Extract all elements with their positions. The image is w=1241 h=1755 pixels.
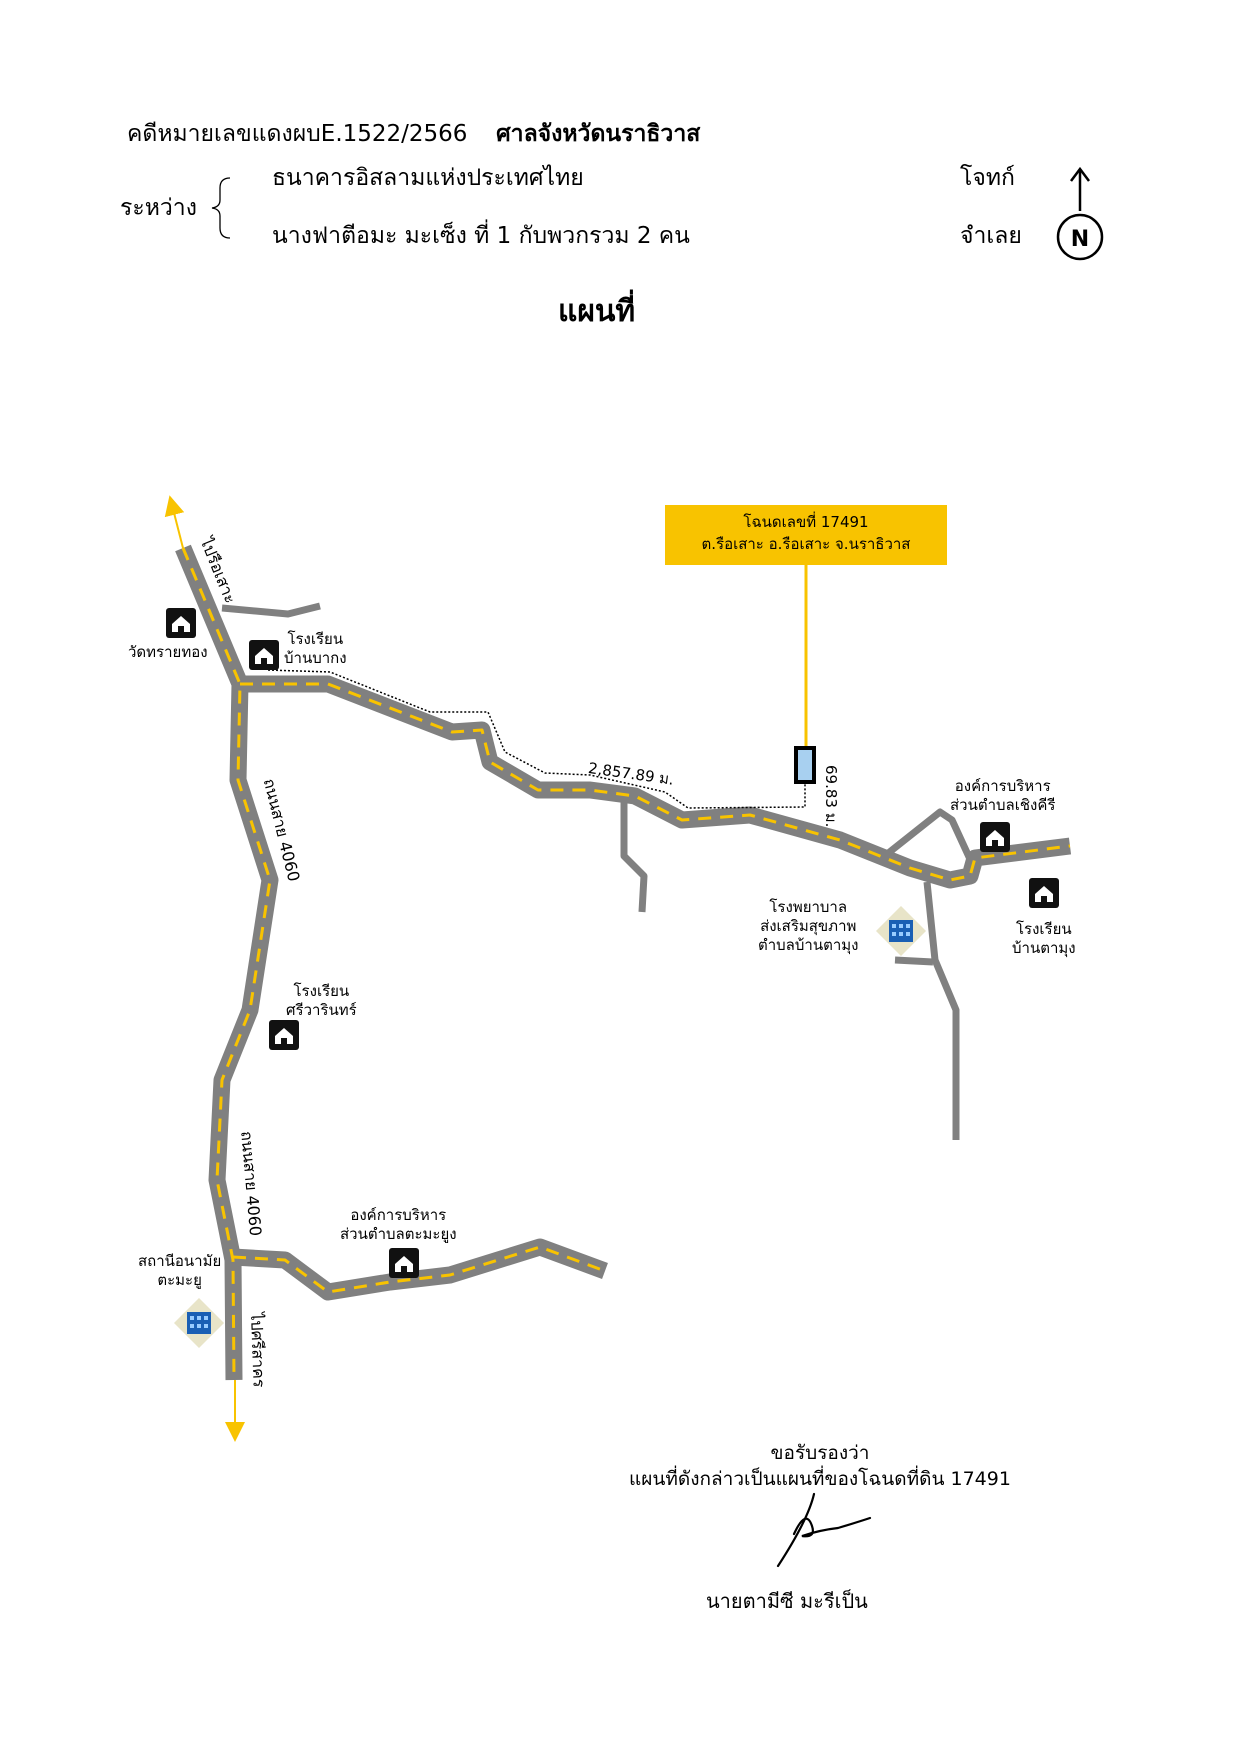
hospital-icon xyxy=(876,906,926,956)
distance-label-short: 69.83 ม. xyxy=(822,765,840,828)
label-health-station-tamayu: สถานีอนามัยตะมะยู xyxy=(138,1252,222,1289)
plaintiff-name: ธนาคารอิสลามแห่งประเทศไทย xyxy=(272,165,584,191)
certification-line-1: ขอรับรองว่า xyxy=(770,1442,870,1464)
temple-icon xyxy=(166,608,196,638)
signer-name: นายตามีซี มะรีเป็น xyxy=(706,1589,868,1613)
label-wat-sai-thong: วัดทรายทอง xyxy=(128,643,208,661)
label-hospital-ban-tamung: โรงพยาบาลส่งเสริมสุขภาพตำบลบ้านตามุง xyxy=(758,898,859,954)
certification-block: ขอรับรองว่า แผนที่ดังกล่าวเป็นแผนที่ของโ… xyxy=(620,1440,1020,1492)
label-tao-tamayu: องค์การบริหารส่วนตำบลตะมะยูง xyxy=(340,1206,457,1243)
minor-road xyxy=(923,881,960,1140)
deed-line-1: โฉนดเลขที่ 17491 xyxy=(743,513,869,531)
case-number: คดีหมายเลขแดงผบE.1522/2566 xyxy=(127,121,468,147)
deed-line-2: ต.รือเสาะ อ.รือเสาะ จ.นราธิวาส xyxy=(701,535,911,553)
label-school-sriwarin: โรงเรียนศรีวารินทร์ xyxy=(286,982,357,1019)
north-letter: N xyxy=(1071,227,1089,252)
office-icon xyxy=(980,822,1010,852)
defendant-role: จำเลย xyxy=(960,223,1022,249)
minor-road xyxy=(894,956,934,966)
certification-line-2: แผนที่ดังกล่าวเป็นแผนที่ของโฉนดที่ดิน 17… xyxy=(629,1468,1011,1490)
plaintiff-role: โจทก์ xyxy=(960,165,1015,191)
defendant-name: นางฟาตีอมะ มะเซ็ง ที่ 1 กับพวกรวม 2 คน xyxy=(272,223,690,249)
school-icon xyxy=(249,640,279,670)
minor-road xyxy=(221,602,321,618)
north-arrow-icon: N xyxy=(1056,166,1104,261)
label-tao-choeng-khiri: องค์การบริหารส่วนตำบลเชิงคีรี xyxy=(950,777,1056,814)
brace-icon xyxy=(211,177,231,239)
signature-image xyxy=(776,1492,872,1568)
office-icon xyxy=(389,1248,419,1278)
court-name: ศาลจังหวัดนราธิวาส xyxy=(496,121,701,147)
label-school-ban-tamung: โรงเรียนบ้านตามุง xyxy=(1012,920,1076,957)
school-icon xyxy=(269,1020,299,1050)
between-label: ระหว่าง xyxy=(120,195,197,221)
direction-arrow-north xyxy=(164,495,185,549)
health-station-icon xyxy=(174,1298,224,1348)
road-label-to-si-sakhon: ไปศรีสาคร xyxy=(247,1312,269,1388)
road-south-east xyxy=(232,1238,608,1301)
deed-box: โฉนดเลขที่ 17491 ต.รือเสาะ อ.รือเสาะ จ.น… xyxy=(665,505,947,565)
map-title: แผนที่ xyxy=(558,294,636,329)
minor-road xyxy=(879,808,979,872)
label-school-ban-bakong: โรงเรียนบ้านบากง xyxy=(284,630,347,667)
school-icon xyxy=(1029,878,1059,908)
minor-road xyxy=(620,792,648,913)
